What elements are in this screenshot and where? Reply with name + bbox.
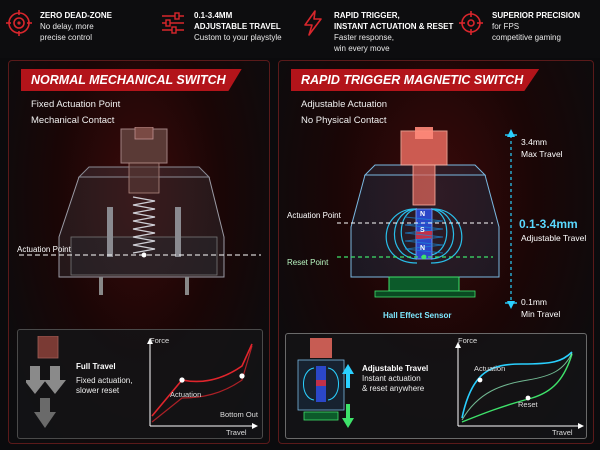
- chart-axis-travel: Travel: [226, 428, 247, 437]
- adjustable-range-label: Adjustable Travel: [521, 233, 587, 243]
- chart-label-actuation: Actuation: [474, 364, 506, 373]
- chart-label-bottom-out: Bottom Out: [220, 410, 258, 419]
- magnetic-key-icon: [297, 338, 354, 428]
- adjustable-travel-desc: & reset anywhere: [362, 384, 425, 393]
- min-travel-value: 0.1mm: [521, 297, 547, 307]
- magnetic-switch-panel: RAPID TRIGGER MAGNETIC SWITCH Adjustable…: [278, 60, 594, 444]
- full-travel-box: Full Travel Fixed actuation, slower rese…: [17, 329, 263, 439]
- full-travel-desc: Fixed actuation,: [76, 376, 133, 385]
- magnetic-switch-illustration: [337, 127, 517, 309]
- feature-line: for FPS: [492, 22, 520, 31]
- actuation-point-label: Actuation Point: [287, 211, 341, 220]
- feature-title: 0.1-3.4MM: [194, 11, 233, 20]
- adjustable-travel-title: Adjustable Travel: [362, 364, 429, 373]
- min-travel-label: Min Travel: [521, 309, 561, 319]
- hall-sensor-label: Hall Effect Sensor: [383, 311, 452, 320]
- mechanical-switch-illustration: [19, 127, 261, 295]
- feature-title: ZERO DEAD-ZONE: [40, 11, 112, 20]
- sliders-icon: [162, 12, 184, 34]
- full-travel-title: Full Travel: [76, 362, 116, 371]
- adjustable-travel-box: Adjustable Travel Instant actuation & re…: [285, 333, 587, 439]
- feature-title: SUPERIOR PRECISION: [492, 11, 581, 20]
- adjustable-travel-desc: Instant actuation: [362, 374, 421, 383]
- feature-line: competitive gaming: [492, 33, 561, 42]
- chart-axis-travel: Travel: [552, 428, 573, 437]
- chart-axis-force: Force: [458, 336, 478, 345]
- chart-label-actuation: Actuation: [170, 390, 202, 399]
- panel-title: RAPID TRIGGER MAGNETIC SWITCH: [291, 69, 540, 91]
- panel-subtitle: Fixed Actuation Point: [31, 99, 121, 110]
- feature-line: No delay, more: [40, 22, 94, 31]
- feature-line: INSTANT ACTUATION & RESET: [334, 22, 454, 31]
- max-travel-value: 3.4mm: [521, 137, 547, 147]
- panel-subtitle: Adjustable Actuation: [301, 99, 388, 110]
- feature-line: Faster response,: [334, 33, 395, 42]
- full-travel-desc: slower reset: [76, 386, 120, 395]
- feature-line: ADJUSTABLE TRAVEL: [194, 22, 281, 31]
- chart-axis-force: Force: [150, 336, 170, 345]
- force-travel-chart-magnetic: [455, 342, 584, 429]
- panel-subtitle: No Physical Contact: [301, 115, 387, 126]
- feature-line: Custom to your playstyle: [194, 33, 282, 42]
- feature-line: precise control: [40, 33, 93, 42]
- adjustable-range-value: 0.1-3.4mm: [519, 217, 578, 231]
- panel-title: NORMAL MECHANICAL SWITCH: [21, 69, 242, 91]
- force-travel-chart-normal: [147, 338, 258, 429]
- key-press-icon: [26, 336, 66, 428]
- feature-bar: ZERO DEAD-ZONE No delay, more precise co…: [0, 0, 600, 58]
- magnet-pole-label: S: [420, 227, 425, 234]
- panel-subtitle: Mechanical Contact: [31, 115, 115, 126]
- normal-switch-panel: NORMAL MECHANICAL SWITCH Fixed Actuation…: [8, 60, 270, 444]
- lightning-icon: [304, 10, 322, 36]
- reset-point-label: Reset Point: [287, 258, 329, 267]
- feature-line: win every move: [334, 44, 390, 53]
- crosshair-icon: [459, 11, 483, 35]
- max-travel-label: Max Travel: [521, 149, 563, 159]
- chart-label-reset: Reset: [518, 400, 538, 409]
- feature-title: RAPID TRIGGER,: [334, 11, 400, 20]
- actuation-point-label: Actuation Point: [17, 245, 71, 254]
- magnet-pole-label: N: [420, 211, 426, 218]
- bottom-strip: [0, 444, 600, 450]
- target-icon: [6, 10, 32, 36]
- magnet-pole-label: N: [420, 245, 426, 252]
